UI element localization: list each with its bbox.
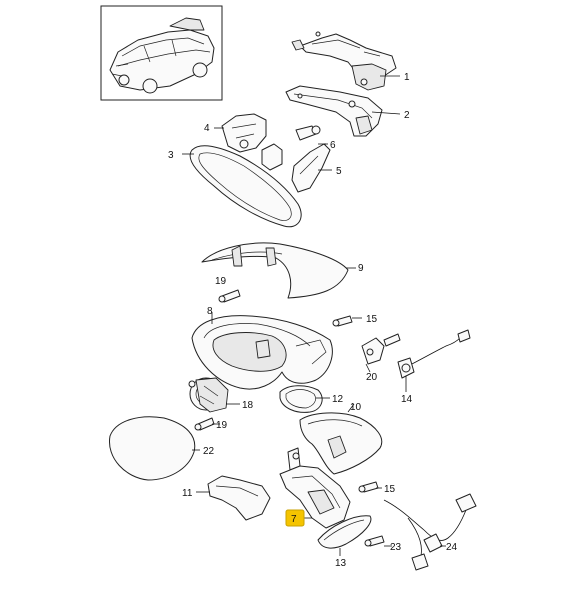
callout-1: 1 (404, 72, 410, 83)
callout-19-lower: 19 (216, 420, 228, 431)
callout-11: 11 (182, 488, 193, 499)
part-23-screw (364, 535, 385, 547)
part-7-base-bracket (279, 447, 351, 529)
vehicle-thumbnail (100, 5, 223, 101)
callout-5: 5 (336, 166, 342, 177)
part-2-base-housing (285, 85, 383, 137)
callout-4: 4 (204, 123, 210, 134)
callout-15-upper: 15 (366, 314, 378, 325)
callout-20: 20 (366, 372, 378, 383)
callout-3: 3 (168, 150, 174, 161)
part-15-screw-lower (358, 481, 379, 493)
callout-23: 23 (390, 542, 402, 553)
callout-2: 2 (404, 110, 410, 121)
callout-labels: 1 2 3 4 5 6 7 8 9 10 11 12 13 14 15 15 1… (168, 72, 458, 569)
part-3-mirror-frame (189, 145, 302, 228)
part-9-upper-cover (201, 242, 349, 299)
callout-10: 10 (350, 402, 362, 413)
callout-7-highlighted: 7 (285, 509, 305, 527)
part-20-connector (361, 333, 401, 365)
part-13-turn-signal (317, 515, 372, 549)
callout-15-lower: 15 (384, 484, 396, 495)
highlight-badge (285, 509, 305, 527)
part-12-gasket (279, 385, 323, 413)
callout-6: 6 (330, 140, 336, 151)
leader-lines (182, 75, 446, 556)
callout-7: 7 (291, 514, 297, 525)
part-19-screw-lower (194, 417, 215, 431)
part-15-screw-upper (332, 315, 353, 327)
callout-12: 12 (332, 394, 344, 405)
callout-24: 24 (446, 542, 458, 553)
part-24-wiring-harness (383, 493, 477, 571)
part-14-cable (397, 329, 471, 379)
part-19-screw-upper (218, 289, 241, 303)
callout-8: 8 (207, 306, 213, 317)
part-small-connectors (261, 143, 331, 193)
part-22-mirror-glass (109, 416, 196, 481)
callout-9: 9 (358, 263, 364, 274)
part-4-glass-holder (221, 113, 267, 153)
callout-18: 18 (242, 400, 254, 411)
suv-sketch-icon (109, 17, 215, 94)
part-11-seal (207, 475, 271, 521)
part-10-lower-cover (299, 412, 383, 475)
part-6-bulb (295, 125, 321, 141)
part-1-mounting-bracket (291, 31, 397, 91)
callout-19-upper: 19 (215, 276, 227, 287)
callout-13: 13 (335, 558, 347, 569)
callout-14: 14 (401, 394, 413, 405)
part-18-adjustment-motor (188, 377, 229, 413)
callout-22: 22 (203, 446, 215, 457)
part-8-mirror-housing (191, 315, 333, 390)
